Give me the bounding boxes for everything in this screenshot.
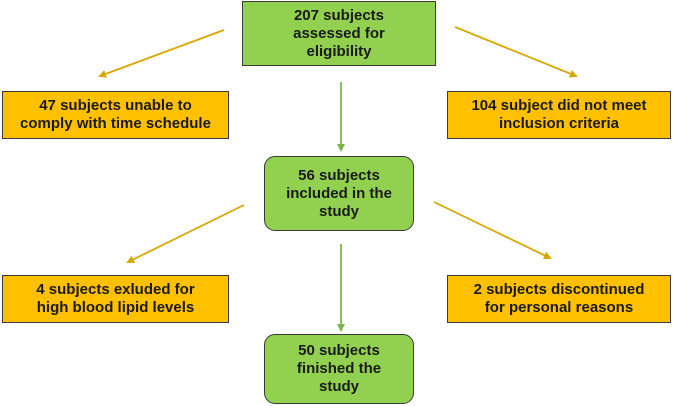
node-discontinued-personal: 2 subjects discontinued for personal rea… (447, 275, 671, 323)
node-finished-study: 50 subjects finished the study (264, 334, 414, 404)
node-assessed-eligibility: 207 subjects assessed for eligibility (242, 1, 436, 66)
arrow-included-to-discontinued (433, 201, 552, 259)
arrow-assessed-to-not-meet (454, 26, 578, 78)
node-assessed-label: 207 subjects assessed for eligibility (293, 6, 385, 60)
node-not-meet-label: 104 subject did not meet inclusion crite… (471, 97, 647, 132)
node-included-in-study: 56 subjects included in the study (264, 156, 414, 231)
node-excluded-lipid-levels: 4 subjects exluded for high blood lipid … (2, 275, 229, 323)
node-discontinued-label: 2 subjects discontinued for personal rea… (473, 281, 645, 316)
node-finished-label: 50 subjects finished the study (296, 342, 382, 395)
node-did-not-meet-criteria: 104 subject did not meet inclusion crite… (447, 91, 671, 139)
node-included-label: 56 subjects included in the study (286, 166, 392, 220)
arrow-included-to-excluded (126, 204, 245, 263)
node-unable-label: 47 subjects unable to comply with time s… (20, 97, 211, 132)
arrow-assessed-to-unable (98, 29, 225, 78)
node-excluded-label: 4 subjects exluded for high blood lipid … (36, 281, 195, 316)
node-unable-to-comply: 47 subjects unable to comply with time s… (2, 91, 229, 139)
